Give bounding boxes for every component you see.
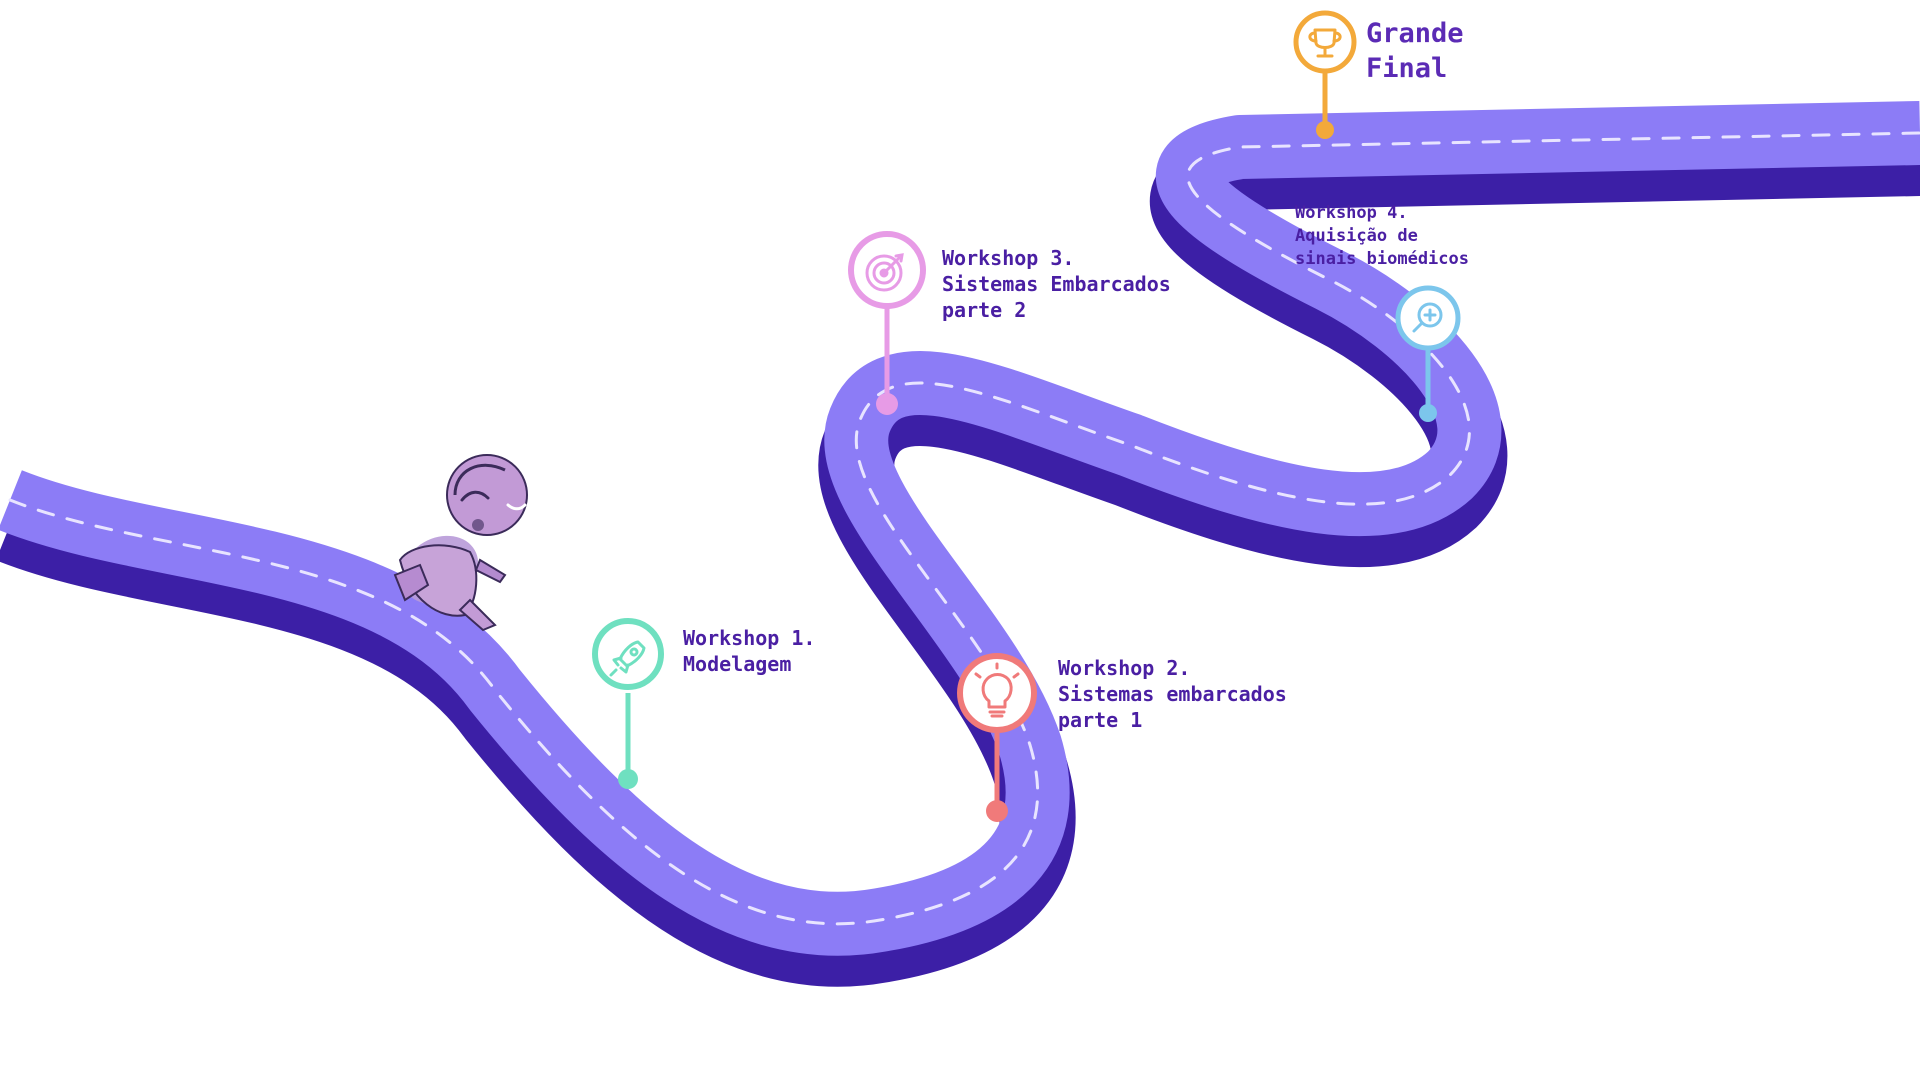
- milestone-label-workshop-3: Workshop 3. Sistemas Embarcados parte 2: [942, 245, 1171, 323]
- rocket-icon: [609, 640, 646, 677]
- milestone-label-workshop-4: Workshop 4. Aquisição de sinais biomédic…: [1295, 202, 1469, 271]
- character-illustration: [393, 454, 528, 632]
- milestone-subtitle: Aquisição de: [1295, 226, 1418, 246]
- trophy-icon: [1308, 28, 1342, 58]
- milestone-pin-workshop-2[interactable]: [957, 653, 1037, 822]
- magnifier-icon: [1412, 302, 1443, 333]
- milestone-label-grande-final: Grande Final: [1366, 16, 1464, 86]
- milestone-pin-workshop-3[interactable]: [848, 231, 926, 415]
- milestone-subtitle-2: parte 1: [1058, 708, 1143, 732]
- milestone-subtitle-2: sinais biomédicos: [1295, 249, 1469, 269]
- milestone-subtitle: Sistemas embarcados: [1058, 682, 1287, 706]
- milestone-title: Grande: [1366, 18, 1464, 49]
- milestone-title: Workshop 1.: [683, 626, 816, 650]
- milestone-title: Workshop 4.: [1295, 203, 1408, 223]
- milestone-subtitle: Final: [1366, 53, 1448, 84]
- lightbulb-icon: [974, 662, 1020, 718]
- milestone-pin-workshop-4[interactable]: [1395, 285, 1461, 422]
- milestone-title: Workshop 2.: [1058, 656, 1191, 680]
- milestone-label-workshop-2: Workshop 2. Sistemas embarcados parte 1: [1058, 655, 1287, 733]
- milestone-subtitle: Modelagem: [683, 652, 792, 676]
- milestone-title: Workshop 3.: [942, 246, 1075, 270]
- milestone-pin-workshop-1[interactable]: [592, 618, 664, 789]
- milestone-subtitle: Sistemas Embarcados: [942, 272, 1171, 296]
- target-icon: [865, 253, 904, 292]
- milestone-label-workshop-1: Workshop 1. Modelagem: [683, 625, 815, 677]
- milestone-subtitle-2: parte 2: [942, 298, 1027, 322]
- milestone-pin-grande-final[interactable]: [1293, 10, 1357, 139]
